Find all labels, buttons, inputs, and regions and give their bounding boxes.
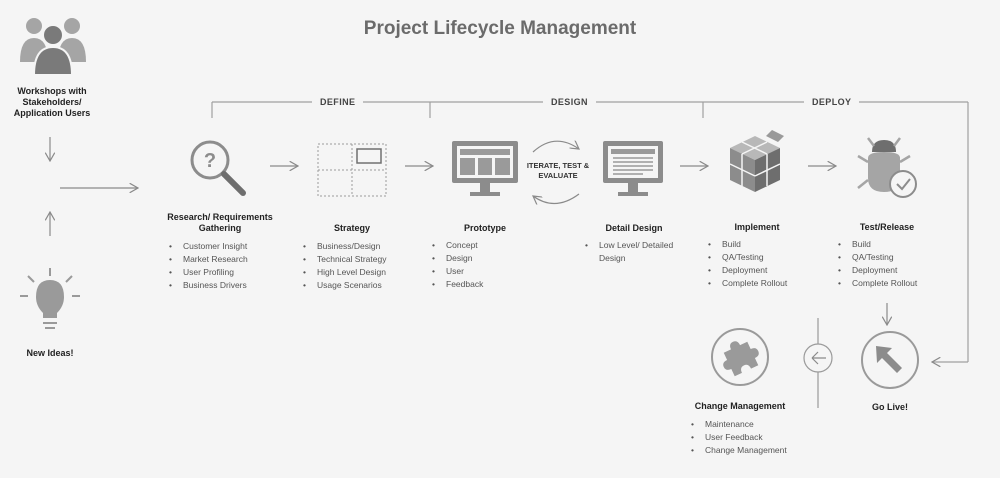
go-live-label: Go Live! (871, 402, 908, 412)
stage-list-detail-design: Low Level/ Detailed Design (585, 239, 685, 265)
stage-list-research: Customer Insight Market Research User Pr… (169, 240, 248, 292)
list-item: Market Research (169, 253, 248, 266)
monitor-wireframe-icon (452, 141, 518, 196)
list-item: QA/Testing (708, 251, 787, 264)
stage-title-detail-design: Detail Design (605, 223, 663, 233)
cube-blocks-icon (729, 130, 784, 192)
users-icon (20, 18, 86, 76)
stage-title-strategy: Strategy (333, 223, 370, 233)
list-item: User Feedback (691, 431, 787, 444)
list-item: Design (432, 252, 483, 265)
list-item: Change Management (691, 444, 787, 457)
phase-label-define: DEFINE (312, 97, 364, 107)
change-management-list: Maintenance User Feedback Change Managem… (691, 418, 787, 457)
stage-title-test-release: Test/Release (859, 222, 915, 232)
list-item: High Level Design (303, 266, 386, 279)
input-arrows (50, 137, 138, 236)
iterate-label: ITERATE, TEST & EVALUATE (526, 161, 590, 180)
list-item: Technical Strategy (303, 253, 386, 266)
list-item: QA/Testing (838, 251, 917, 264)
magnifier-question-icon: ? (190, 140, 246, 196)
list-item: Low Level/ Detailed Design (585, 239, 685, 265)
list-item: Build (838, 238, 917, 251)
arrow-up-left-icon (861, 331, 919, 389)
list-item: Feedback (432, 278, 483, 291)
list-item: Usage Scenarios (303, 279, 386, 292)
list-item: Deployment (708, 264, 787, 277)
page-title: Project Lifecycle Management (363, 18, 637, 39)
lightbulb-icon (20, 268, 80, 329)
puzzle-icon (711, 328, 769, 386)
list-item: Business Drivers (169, 279, 248, 292)
stage-list-prototype: Concept Design User Feedback (432, 239, 483, 291)
monitor-document-icon (603, 141, 663, 196)
arrow-left-circle-icon (803, 318, 833, 408)
list-item: User (432, 265, 483, 278)
list-item: Business/Design (303, 240, 386, 253)
flow-arrows (270, 141, 887, 325)
list-item: Build (708, 238, 787, 251)
stage-list-strategy: Business/Design Technical Strategy High … (303, 240, 386, 292)
stage-title-research: Research/ Requirements Gathering (167, 212, 273, 233)
strategy-grid-icon (317, 143, 387, 197)
list-item: Complete Rollout (838, 277, 917, 290)
svg-text:?: ? (204, 150, 216, 172)
list-item: Concept (432, 239, 483, 252)
stage-title-prototype: Prototype (463, 223, 506, 233)
list-item: Customer Insight (169, 240, 248, 253)
list-item: User Profiling (169, 266, 248, 279)
stage-title-implement: Implement (734, 222, 780, 232)
list-item: Complete Rollout (708, 277, 787, 290)
list-item: Maintenance (691, 418, 787, 431)
workshops-label: Workshops with Stakeholders/ Application… (13, 86, 91, 118)
phase-label-deploy: DEPLOY (804, 97, 860, 107)
new-ideas-label: New Ideas! (26, 348, 74, 358)
bug-check-icon (857, 137, 917, 198)
phase-label-design: DESIGN (543, 97, 596, 107)
stage-list-implement: Build QA/Testing Deployment Complete Rol… (708, 238, 787, 290)
list-item: Deployment (838, 264, 917, 277)
stage-list-test-release: Build QA/Testing Deployment Complete Rol… (838, 238, 917, 290)
change-management-title: Change Management (694, 401, 786, 411)
